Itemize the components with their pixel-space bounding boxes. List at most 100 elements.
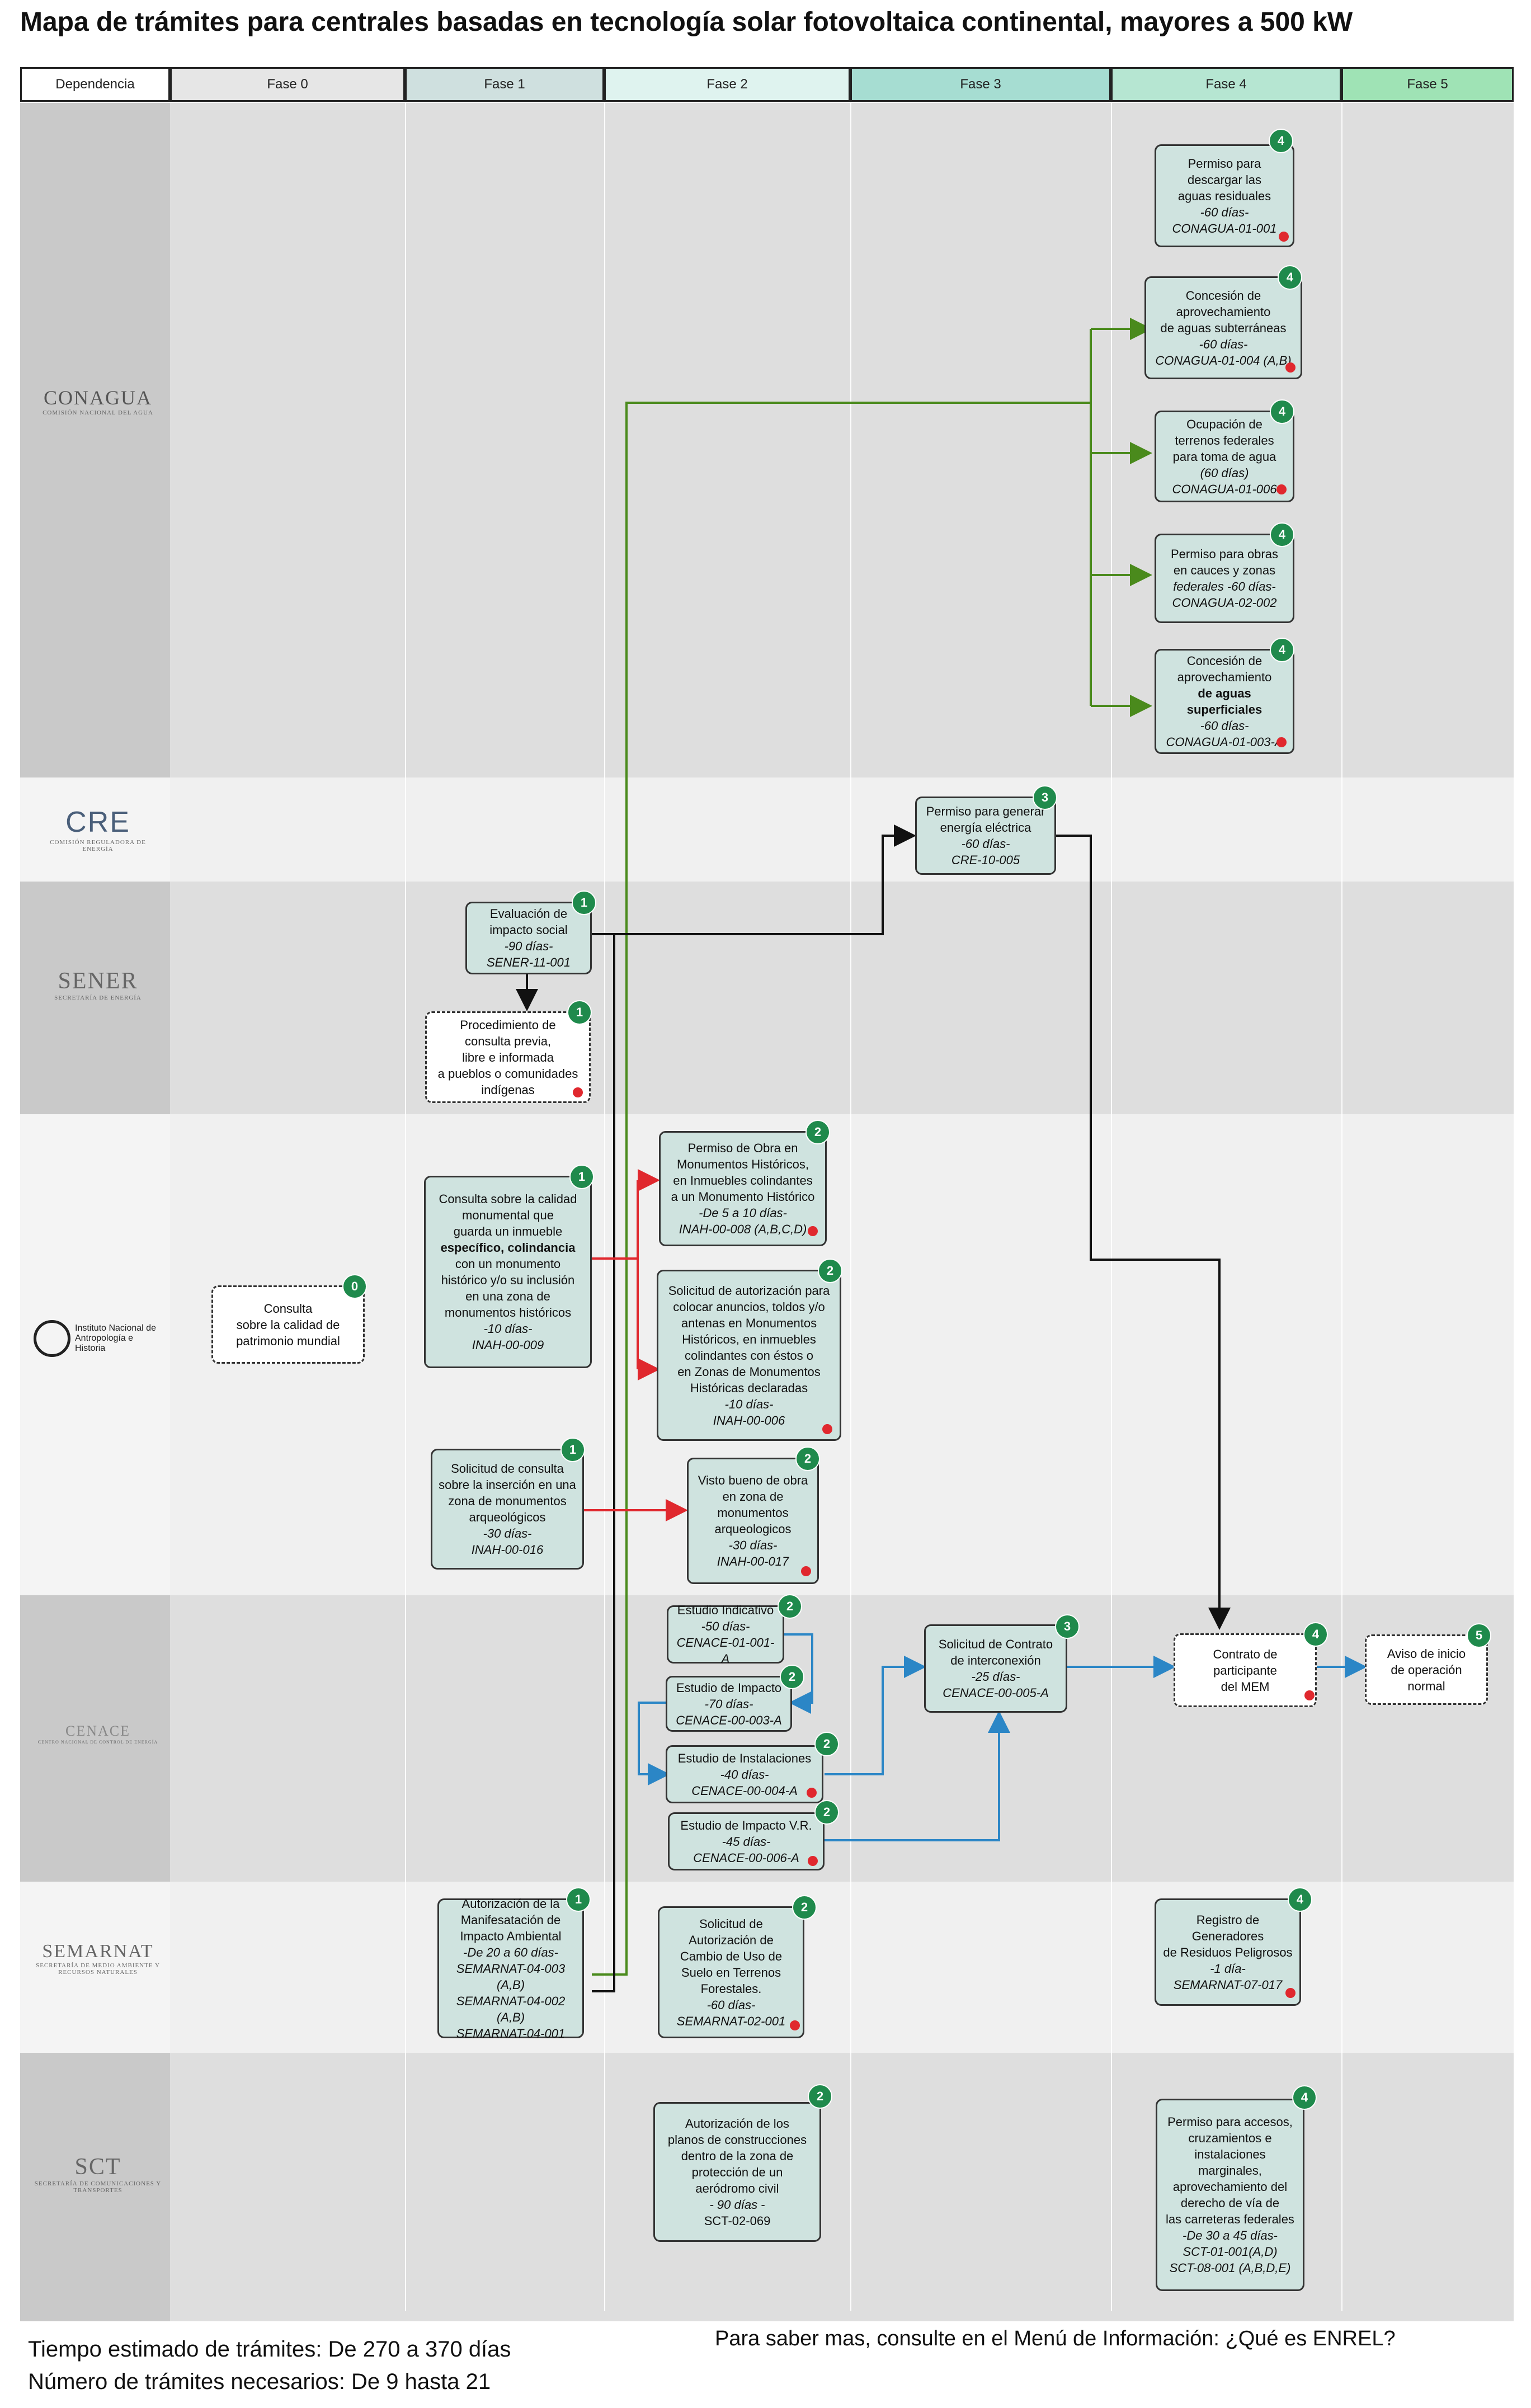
header-fase-5: Fase 5 bbox=[1341, 67, 1514, 102]
band-sener bbox=[20, 882, 1514, 1114]
tramite-inah-00-009[interactable]: Consulta sobre la calidad monumental que… bbox=[424, 1176, 592, 1368]
dep-cell-cre bbox=[20, 777, 170, 882]
phase-badge: 1 bbox=[566, 1887, 591, 1912]
logo-cenace: CENACE Centro Nacional de Control de Ene… bbox=[37, 1723, 158, 1745]
tramite-sct-01-001[interactable]: Permiso para accesos, cruzamientos e ins… bbox=[1156, 2099, 1304, 2291]
phase-badge: 2 bbox=[814, 1732, 839, 1756]
phase-badge: 2 bbox=[792, 1895, 817, 1920]
tramite-conagua-02-002[interactable]: Permiso para obras en cauces y zonas fed… bbox=[1155, 534, 1294, 623]
phase-badge: 4 bbox=[1292, 2085, 1317, 2110]
phase-divider bbox=[405, 102, 406, 2311]
phase-badge: 4 bbox=[1270, 638, 1294, 662]
phase-divider bbox=[850, 102, 851, 2311]
phase-badge: 1 bbox=[572, 890, 596, 915]
footer-info-link[interactable]: Para saber mas, consulte en el Menú de I… bbox=[715, 2327, 1396, 2350]
tramite-semarnat-04[interactable]: Autorización de la Manifesatación de Imp… bbox=[437, 1897, 584, 2041]
red-dot-icon bbox=[822, 1424, 832, 1434]
red-connector bbox=[584, 1169, 688, 1521]
tramite-sct-02-069[interactable]: Autorización de los planos de construcci… bbox=[653, 2102, 821, 2242]
footer-numero: Número de trámites necesarios: De 9 hast… bbox=[28, 2369, 491, 2394]
band-cre bbox=[20, 777, 1514, 882]
tramite-contrato-mem[interactable]: Contrato de participante del MEM bbox=[1174, 1633, 1317, 1707]
tramite-inah-00-008[interactable]: Permiso de Obra en Monumentos Históricos… bbox=[659, 1131, 827, 1246]
phase-badge: 4 bbox=[1270, 399, 1294, 424]
red-dot-icon bbox=[1279, 232, 1289, 242]
phase-badge: 1 bbox=[560, 1438, 585, 1462]
red-dot-icon bbox=[1304, 1690, 1315, 1700]
phase-badge: 0 bbox=[342, 1274, 367, 1299]
phase-badge: 2 bbox=[780, 1665, 804, 1689]
header-dependencia: Dependencia bbox=[20, 67, 170, 102]
phase-badge: 1 bbox=[567, 1000, 592, 1025]
phase-badge: 4 bbox=[1303, 1622, 1328, 1647]
tramite-cenace-00-005[interactable]: Solicitud de Contrato de interconexión -… bbox=[924, 1624, 1067, 1713]
tramite-inah-00-006[interactable]: Solicitud de autorización para colocar a… bbox=[657, 1270, 841, 1441]
footer-tiempo: Tiempo estimado de trámites: De 270 a 37… bbox=[28, 2337, 511, 2362]
blue-connector bbox=[638, 1633, 1367, 1841]
phase-badge: 1 bbox=[569, 1165, 594, 1189]
phase-badge: 4 bbox=[1270, 522, 1294, 547]
red-dot-icon bbox=[1285, 362, 1296, 373]
tramite-inah-patrimonio-mundial[interactable]: Consulta sobre la calidad de patrimonio … bbox=[211, 1285, 365, 1364]
red-dot-icon bbox=[573, 1087, 583, 1097]
tramite-cenace-00-006[interactable]: Estudio de Impacto V.R. -45 días- CENACE… bbox=[668, 1812, 825, 1870]
logo-sct: SCT Secretaría de Comunicaciones y Trans… bbox=[34, 2154, 162, 2194]
phase-badge: 3 bbox=[1033, 785, 1057, 810]
green-connector bbox=[592, 318, 1152, 1976]
tramite-cre-10-005[interactable]: Permiso para generar energía eléctrica -… bbox=[915, 797, 1056, 875]
tramite-aviso-inicio-operacion[interactable]: Aviso de inicio de operación normal bbox=[1365, 1634, 1488, 1705]
phase-badge: 2 bbox=[818, 1259, 842, 1283]
inah-emblem-icon bbox=[34, 1320, 70, 1357]
tramite-conagua-01-003[interactable]: Concesión de aprovechamiento de aguas su… bbox=[1155, 649, 1294, 754]
tramite-inah-00-016[interactable]: Solicitud de consulta sobre la inserción… bbox=[431, 1449, 584, 1570]
dep-cell-semarnat bbox=[20, 1882, 170, 2053]
red-dot-icon bbox=[1285, 1988, 1296, 1998]
red-dot-icon bbox=[808, 1856, 818, 1866]
dep-cell-conagua bbox=[20, 103, 170, 777]
phase-badge: 4 bbox=[1269, 129, 1293, 153]
page-title: Mapa de trámites para centrales basadas … bbox=[20, 7, 1353, 37]
tramite-cenace-00-003[interactable]: Estudio de Impacto -70 días- CENACE-00-0… bbox=[666, 1676, 792, 1732]
black-connector bbox=[516, 824, 1231, 1992]
logo-conagua: CONAGUA Comisión Nacional del Agua bbox=[43, 387, 153, 416]
tramite-sener-consulta-indigena[interactable]: Procedimiento de consulta previa, libre … bbox=[425, 1011, 591, 1103]
phase-badge: 5 bbox=[1467, 1623, 1491, 1648]
logo-sener: SENER Secretaría de Energía bbox=[54, 968, 142, 1001]
red-dot-icon bbox=[807, 1788, 817, 1798]
header-fase-0: Fase 0 bbox=[170, 67, 405, 102]
phase-badge: 4 bbox=[1288, 1887, 1312, 1912]
tramite-conagua-01-006[interactable]: Ocupación de terrenos federales para tom… bbox=[1155, 411, 1294, 502]
tramite-conagua-01-001[interactable]: Permiso para descargar las aguas residua… bbox=[1155, 144, 1294, 247]
phase-badge: 2 bbox=[814, 1800, 839, 1825]
phase-divider bbox=[1341, 102, 1342, 2311]
red-dot-icon bbox=[1276, 484, 1287, 494]
tramite-cenace-00-004[interactable]: Estudio de Instalaciones -40 días- CENAC… bbox=[666, 1745, 823, 1803]
phase-badge: 2 bbox=[795, 1446, 820, 1471]
red-dot-icon bbox=[801, 1566, 811, 1576]
logo-semarnat: SEMARNAT Secretaría de Medio Ambiente y … bbox=[36, 1941, 160, 1976]
phase-badge: 2 bbox=[805, 1120, 830, 1144]
header-fase-4: Fase 4 bbox=[1111, 67, 1341, 102]
logo-inah: Instituto Nacional de Antropología e His… bbox=[34, 1320, 162, 1357]
header-fase-1: Fase 1 bbox=[405, 67, 604, 102]
phase-badge: 2 bbox=[778, 1594, 802, 1619]
tramite-inah-00-017[interactable]: Visto bueno de obra en zona de monumento… bbox=[687, 1458, 819, 1584]
logo-cre: CRE Comisión Reguladora de Energía bbox=[50, 806, 146, 852]
header-fase-3: Fase 3 bbox=[850, 67, 1111, 102]
tramite-sener-11-001[interactable]: Evaluación de impacto social -90 días- S… bbox=[465, 902, 592, 974]
phase-badge: 2 bbox=[808, 2084, 832, 2109]
phase-divider bbox=[604, 102, 605, 2311]
red-dot-icon bbox=[808, 1226, 818, 1236]
tramite-semarnat-07-017[interactable]: Registro de Generadores de Residuos Peli… bbox=[1155, 1898, 1301, 2006]
dep-cell-cenace bbox=[20, 1595, 170, 1882]
tramite-semarnat-02-001[interactable]: Solicitud de Autorización de Cambio de U… bbox=[658, 1906, 804, 2038]
phase-badge: 3 bbox=[1055, 1614, 1080, 1639]
tramite-cenace-01-001[interactable]: Estudio Indicativo -50 días- CENACE-01-0… bbox=[667, 1603, 784, 1666]
dep-cell-sener bbox=[20, 882, 170, 1114]
phase-badge: 4 bbox=[1278, 265, 1302, 290]
red-dot-icon bbox=[1276, 737, 1287, 747]
red-dot-icon bbox=[790, 2020, 800, 2030]
tramite-conagua-01-004[interactable]: Concesión de aprovechamiento de aguas su… bbox=[1144, 276, 1302, 379]
dep-cell-sct bbox=[20, 2053, 170, 2321]
